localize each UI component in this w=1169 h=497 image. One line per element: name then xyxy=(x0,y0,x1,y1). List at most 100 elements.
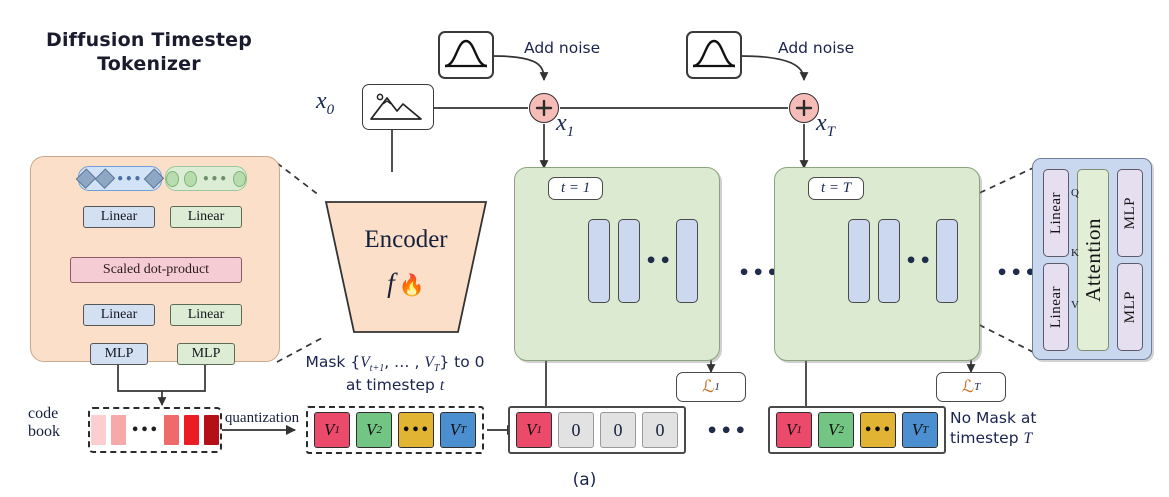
scaled-dot-product-block: Scaled dot-product xyxy=(70,257,242,283)
codebook-swatch xyxy=(91,415,107,445)
circle-icon xyxy=(166,170,179,187)
codebook-label-line1: code xyxy=(28,405,59,422)
linear-bottom-left: Linear xyxy=(83,304,155,326)
no-mask-note: No Mask at timestep T xyxy=(950,408,1110,449)
attn-linear-bottom: Linear xyxy=(1043,263,1069,351)
attn-core: Attention xyxy=(1077,169,1109,351)
token-chip-label: V xyxy=(828,420,839,439)
circle-icon xyxy=(184,170,197,187)
encoder-shape xyxy=(324,201,488,333)
encoder-symbol-row: f 🔥 xyxy=(320,268,492,299)
input-image-box xyxy=(362,84,434,130)
mlp-left: MLP xyxy=(90,343,148,365)
diamond-icon xyxy=(94,168,115,189)
transformer-layer-bar xyxy=(588,219,610,303)
no-mask-note-line1: No Mask at xyxy=(950,409,1037,427)
gaussian-noise-box-1 xyxy=(438,31,494,79)
gaussian-curve-icon xyxy=(692,39,736,68)
codebook-swatch xyxy=(203,415,219,445)
codebook-swatches: ••• xyxy=(88,407,222,453)
token-chip-sub: 1 xyxy=(536,424,542,436)
transformer-layer-bar xyxy=(936,219,958,303)
masked-zero-chip: 0 xyxy=(600,412,636,448)
mlp-right: MLP xyxy=(177,343,235,365)
page-title: Diffusion Timestep Tokenizer xyxy=(24,28,274,77)
codebook-swatch xyxy=(111,415,127,445)
codebook-swatch xyxy=(163,415,179,445)
token-chip-sub: T xyxy=(922,424,929,436)
diffusion-feature-chips-green: ••• xyxy=(165,166,247,191)
token-chip-label: V xyxy=(449,420,461,439)
diffusion-feature-chips-blue: ••• xyxy=(75,166,165,191)
token-chip-label: V xyxy=(324,420,335,439)
transformer-layer-bar xyxy=(618,219,640,303)
attn-k-label: K xyxy=(1071,247,1079,259)
codebook-label: code book xyxy=(28,405,88,442)
layers-ellipsis: ••• xyxy=(905,250,948,272)
linear-top-left: Linear xyxy=(83,206,155,228)
token-chip-sub: T xyxy=(460,424,467,436)
encoder-label: Encoder xyxy=(364,226,448,253)
add-node-1 xyxy=(529,93,559,123)
masked-zero-chip: 0 xyxy=(558,412,594,448)
token-chip: ••• xyxy=(860,412,896,448)
timestep-badge-2: t = T xyxy=(808,177,865,200)
plus-icon xyxy=(795,99,813,117)
token-chip-label: V xyxy=(911,420,923,439)
transformer-layer-bar xyxy=(676,219,698,303)
token-chip: ••• xyxy=(398,412,434,448)
ellipsis: ••• xyxy=(116,171,143,186)
attn-linear-top: Linear xyxy=(1043,169,1069,257)
circle-icon xyxy=(233,170,247,187)
figure-caption: (a) xyxy=(572,470,597,490)
linear-bottom-right: Linear xyxy=(170,304,242,326)
add-noise-label-1: Add noise xyxy=(524,39,601,57)
quantization-label: quantization xyxy=(224,410,300,426)
token-chip-sub: 2 xyxy=(838,424,844,436)
attn-q-label: Q xyxy=(1071,187,1079,199)
plus-icon xyxy=(535,99,553,117)
image-icon xyxy=(370,93,422,120)
ellipsis: ••• xyxy=(202,171,229,186)
transformer-layer-bar xyxy=(848,219,870,303)
add-noise-label-2: Add noise xyxy=(778,39,855,57)
attn-mlp-top: MLP xyxy=(1117,169,1143,257)
masked-zero-chip: 0 xyxy=(642,412,678,448)
blocks-ellipsis: ••• xyxy=(738,262,781,284)
token-chip-label: V xyxy=(786,420,797,439)
x1-label: x1 xyxy=(556,110,575,140)
encoder-block: Encoder f 🔥 xyxy=(320,196,492,338)
codebook-ellipsis: ••• xyxy=(131,422,159,438)
mask-note-line1: Mask {Vt+1, … , VT} to 0 xyxy=(305,353,485,375)
timestep-badge-1: t = 1 xyxy=(548,177,604,200)
add-node-2 xyxy=(789,93,819,123)
attn-v-label: V xyxy=(1071,299,1079,311)
after-blocks-ellipsis: ••• xyxy=(996,262,1039,284)
gaussian-noise-box-2 xyxy=(686,31,742,79)
attn-mlp-bottom: MLP xyxy=(1117,263,1143,351)
transformer-layer-bar xyxy=(878,219,900,303)
token-chip-sub: 1 xyxy=(334,424,340,436)
token-chip-sub: 2 xyxy=(376,424,382,436)
fire-icon: 🔥 xyxy=(398,273,425,297)
encoder-symbol: f xyxy=(387,268,395,298)
diamond-icon xyxy=(75,168,96,189)
xT-label: xT xyxy=(816,110,835,140)
masked-sequence-ellipsis: ••• xyxy=(706,420,749,442)
gaussian-curve-icon xyxy=(444,39,488,68)
no-mask-note-line2: timestep T xyxy=(950,429,1033,448)
token-chip-sub: 1 xyxy=(796,424,802,436)
